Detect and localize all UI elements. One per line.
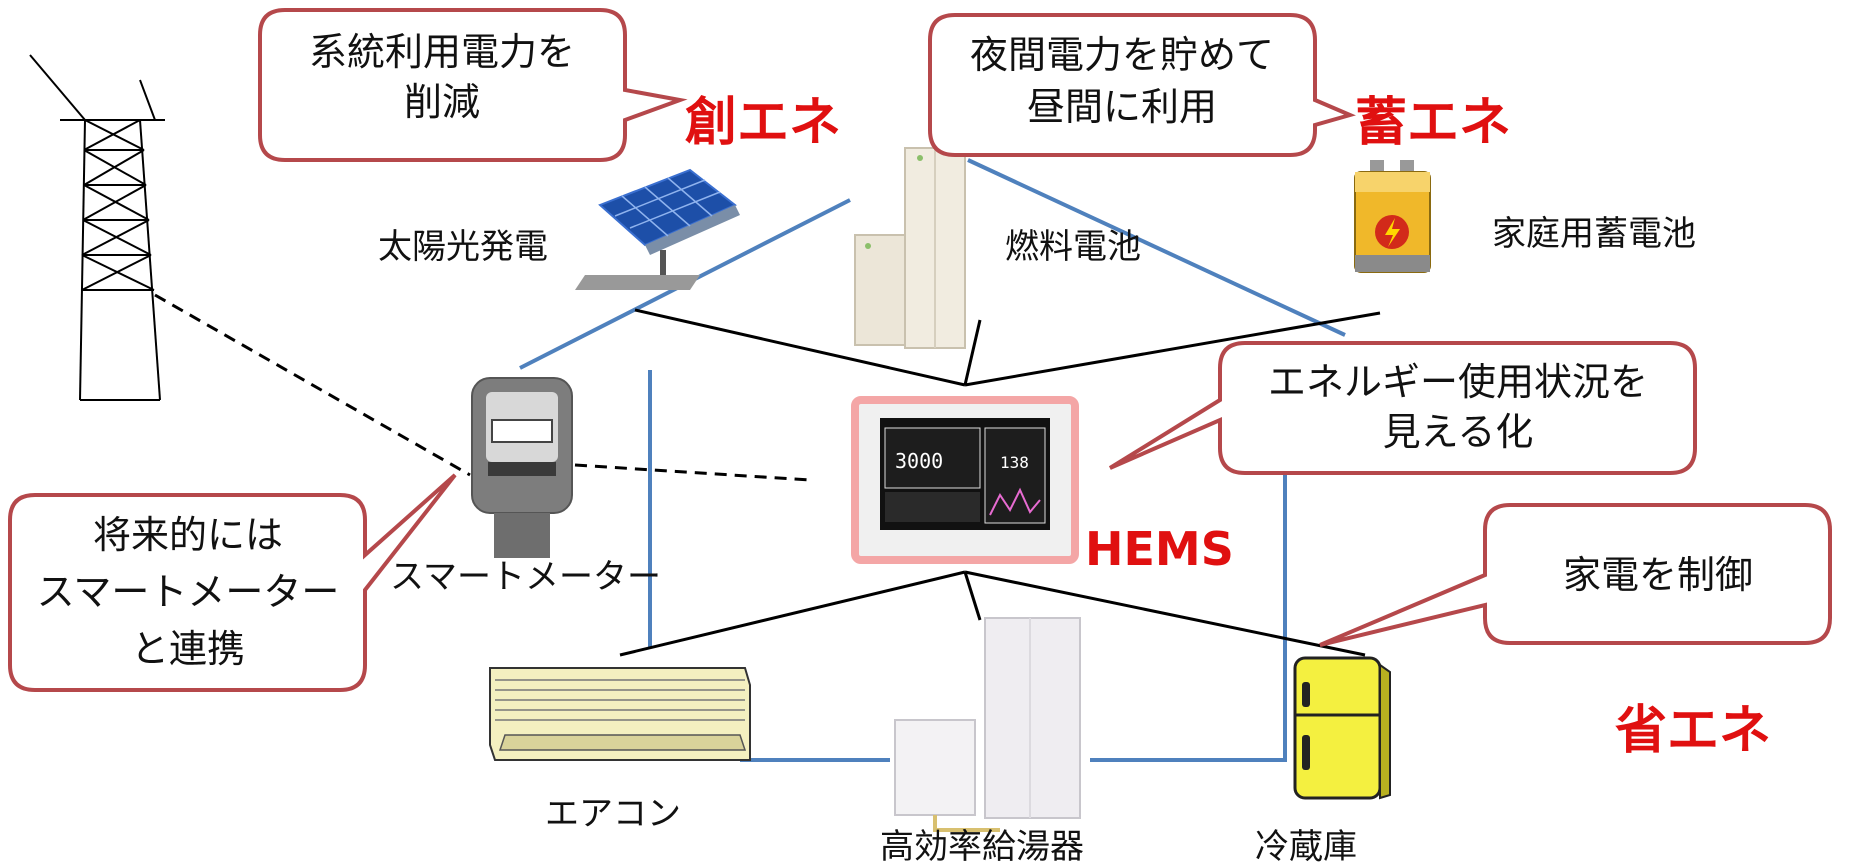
solar-panel-icon <box>575 168 740 290</box>
category-store-energy: 蓄エネ <box>1355 93 1511 153</box>
smart-meter-icon <box>471 377 573 558</box>
callout-appliance-control: 家電を制御 <box>1319 503 1832 647</box>
callout-grid-reduce-line1: 系統利用電力を <box>309 30 575 74</box>
hems-connectors <box>619 308 1381 657</box>
hems-monitor-icon: 3000 138 <box>851 396 1079 564</box>
hems-label: HEMS <box>1085 522 1234 576</box>
refrigerator-icon <box>1293 656 1391 800</box>
callout-visualize-line1: エネルギー使用状況を <box>1268 360 1648 404</box>
callout-meter-future-line1: 将来的には <box>93 513 283 557</box>
callout-visualize-line2: 見える化 <box>1383 410 1534 454</box>
callout-meter-future-line2: スマートメーター <box>37 570 340 614</box>
water-heater-icon <box>894 617 1081 832</box>
callout-night-power-line1: 夜間電力を貯めて <box>970 33 1274 77</box>
transmission-tower-icon <box>29 54 165 401</box>
water-heater-label: 高効率給湯器 <box>880 827 1084 865</box>
callout-meter-future-line3: と連携 <box>131 627 245 671</box>
solar-label: 太陽光発電 <box>378 227 548 267</box>
callout-grid-reduce: 系統利用電力を 削減 <box>258 8 688 162</box>
air-conditioner-icon <box>489 667 751 761</box>
callout-night-power: 夜間電力を貯めて 昼間に利用 <box>928 13 1356 157</box>
aircon-label: エアコン <box>545 794 681 834</box>
svg-text:3000: 3000 <box>895 449 943 473</box>
svg-text:138: 138 <box>1000 453 1029 472</box>
callout-grid-reduce-line2: 削減 <box>404 80 480 124</box>
smart-meter-label: スマートメーター <box>390 557 661 597</box>
callout-night-power-line2: 昼間に利用 <box>1027 85 1217 129</box>
fridge-label: 冷蔵庫 <box>1255 827 1357 865</box>
callout-appliance-control-line1: 家電を制御 <box>1563 553 1753 597</box>
callout-visualize: エネルギー使用状況を 見える化 <box>1108 341 1697 475</box>
fuel-cell-icon <box>854 147 966 349</box>
dashed-links <box>154 293 811 482</box>
category-create-energy: 創エネ <box>685 93 841 153</box>
battery-label: 家庭用蓄電池 <box>1492 214 1696 254</box>
battery-icon <box>1354 160 1431 273</box>
callout-meter-future: 将来的には スマートメーター と連携 <box>8 473 457 692</box>
category-save-energy: 省エネ <box>1615 701 1771 761</box>
fuel-cell-label: 燃料電池 <box>1005 227 1141 267</box>
